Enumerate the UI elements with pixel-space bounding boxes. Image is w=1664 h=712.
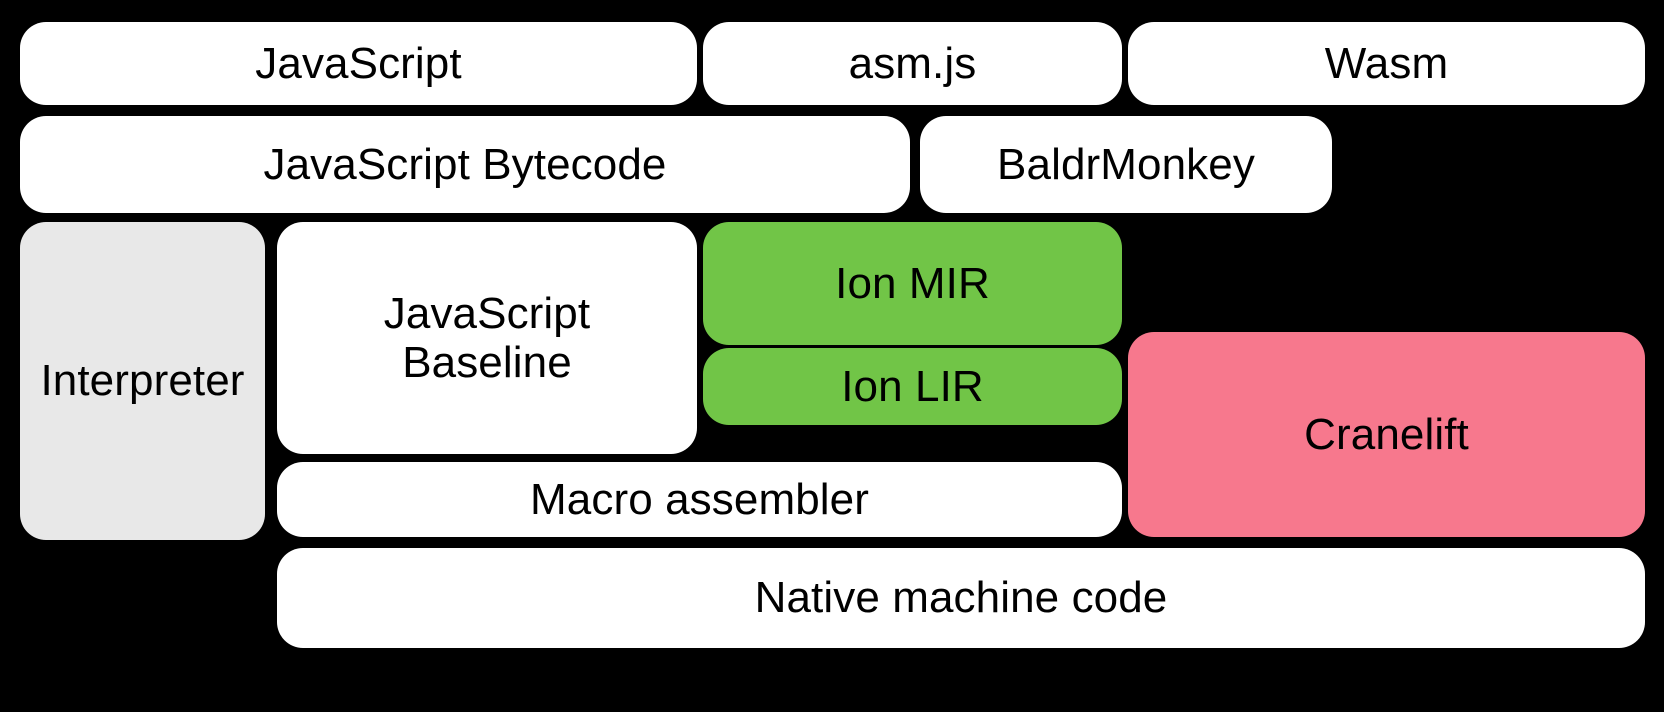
- node-ion-mir: Ion MIR: [703, 222, 1122, 345]
- node-interpreter: Interpreter: [20, 222, 265, 540]
- node-macro-assembler: Macro assembler: [277, 462, 1122, 537]
- node-ion-lir: Ion LIR: [703, 348, 1122, 425]
- node-javascript-baseline: JavaScript Baseline: [277, 222, 697, 454]
- node-cranelift: Cranelift: [1128, 332, 1645, 537]
- node-wasm: Wasm: [1128, 22, 1645, 105]
- node-javascript: JavaScript: [20, 22, 697, 105]
- node-asm-js: asm.js: [703, 22, 1122, 105]
- node-baldrmonkey: BaldrMonkey: [920, 116, 1332, 213]
- node-javascript-bytecode: JavaScript Bytecode: [20, 116, 910, 213]
- node-native-machine-code: Native machine code: [277, 548, 1645, 648]
